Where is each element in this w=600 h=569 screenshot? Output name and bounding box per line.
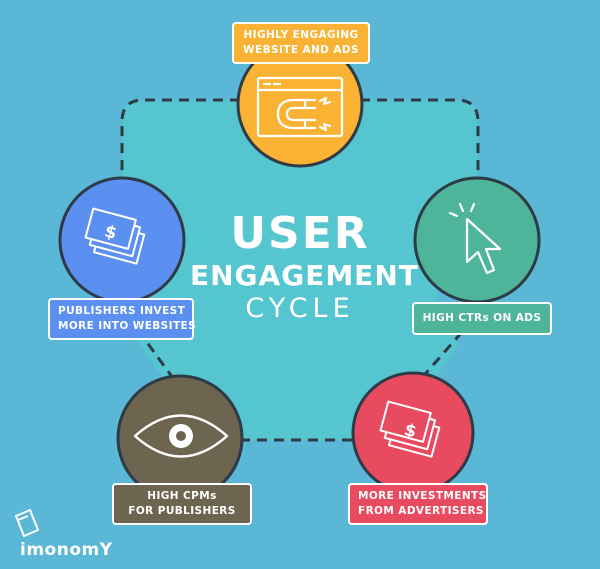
node-label-bottom-right-line1: MORE INVESTMENTS xyxy=(358,490,487,502)
node-label-bottom-right-line2: FROM ADVERTISERS xyxy=(358,505,484,517)
node-label-left-line1: PUBLISHERS INVEST xyxy=(58,305,186,317)
svg-text:$: $ xyxy=(402,420,419,442)
cursor-arrow-icon xyxy=(448,202,502,275)
node-label-bottom-right: MORE INVESTMENTS FROM ADVERTISERS xyxy=(348,483,488,525)
money-bills-icon: $ xyxy=(379,400,441,458)
node-label-top: HIGHLY ENGAGING WEBSITE AND ADS xyxy=(232,22,370,64)
cycle-title-line1: USER xyxy=(230,208,370,259)
money-bills-icon: $ xyxy=(84,207,146,265)
connector-right-bottomright xyxy=(418,331,464,381)
svg-text:$: $ xyxy=(102,222,119,244)
magnet-browser-icon xyxy=(256,76,344,138)
node-label-left: PUBLISHERS INVEST MORE INTO WEBSITES xyxy=(48,298,197,340)
cycle-hexagon xyxy=(122,100,478,440)
node-label-top-line1: HIGHLY ENGAGING xyxy=(243,29,359,41)
node-label-right-line1: HIGH CTRs ON ADS xyxy=(422,312,542,324)
cycle-title-line3: CYCLE xyxy=(245,293,355,324)
node-label-bottom-left-line1: HIGH CPMs xyxy=(147,490,217,502)
node-label-bottom-left-line2: FOR PUBLISHERS xyxy=(128,505,236,517)
cycle-title-line2: ENGAGEMENT xyxy=(190,259,419,292)
brand-name: imonomY xyxy=(20,540,113,560)
eye-icon xyxy=(133,414,229,458)
node-circle-right xyxy=(413,176,541,304)
node-label-top-line2: WEBSITE AND ADS xyxy=(243,44,359,56)
node-label-bottom-left: HIGH CPMs FOR PUBLISHERS xyxy=(112,483,252,525)
brand-logo-icon xyxy=(15,509,39,537)
node-label-left-line2: MORE INTO WEBSITES xyxy=(58,320,197,332)
node-label-right: HIGH CTRs ON ADS xyxy=(412,302,552,335)
